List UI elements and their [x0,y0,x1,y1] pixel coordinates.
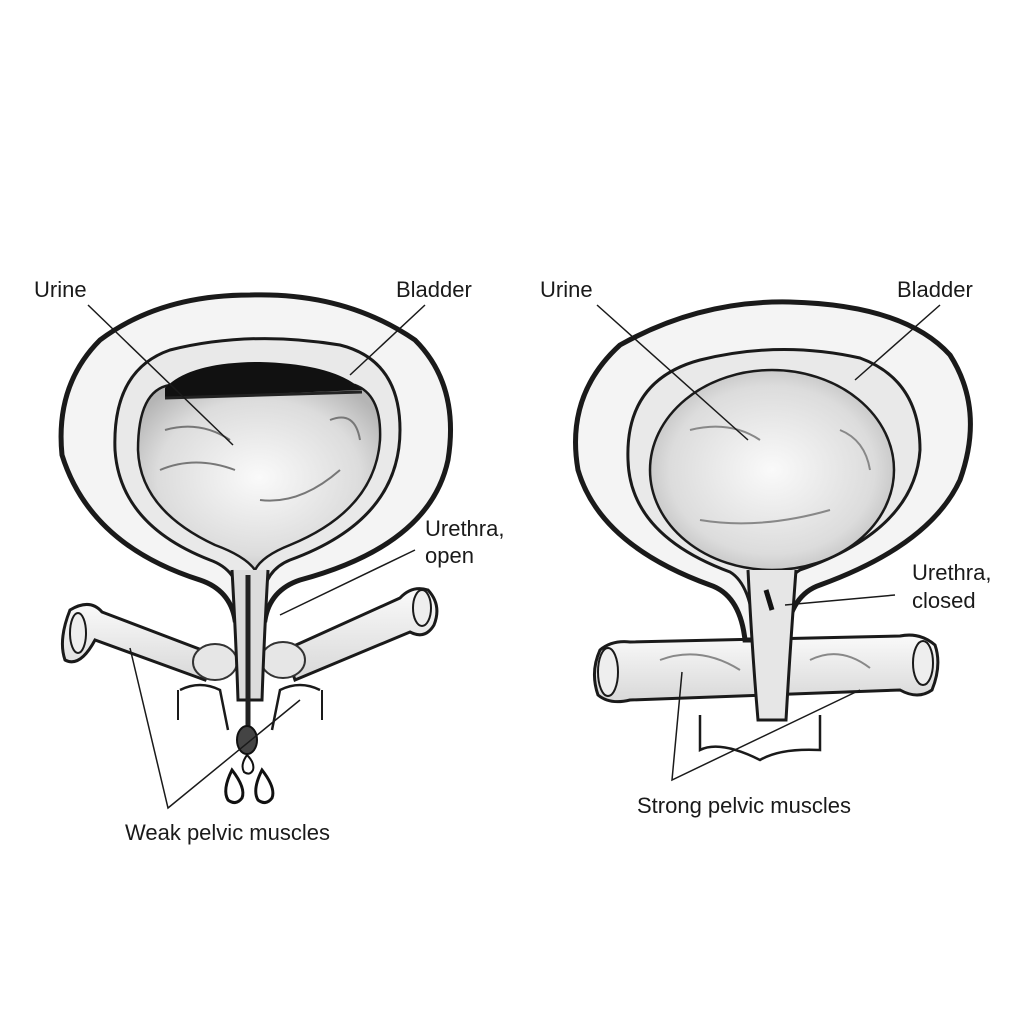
strong-leader-lines [596,304,941,782]
weak-bladder-label: Bladder [396,277,472,302]
weak-urethra-label-line2: open [425,543,474,568]
strong-bladder-label: Bladder [897,277,973,302]
weak-urethra-label-line1: Urethra, [425,516,505,541]
strong-urine-label: Urine [540,277,593,302]
weak-leader-lines [87,304,426,810]
strong-urethra-label-line2: closed [912,588,976,613]
strong-bladder-figure [573,299,973,782]
weak-muscles-label: Weak pelvic muscles [125,820,330,845]
strong-urethra-label-line1: Urethra, [912,560,992,585]
weak-bladder-figure [58,292,453,810]
weak-pelvic-bones [60,587,439,683]
weak-urine-label: Urine [34,277,87,302]
strong-muscles-label: Strong pelvic muscles [637,793,851,818]
